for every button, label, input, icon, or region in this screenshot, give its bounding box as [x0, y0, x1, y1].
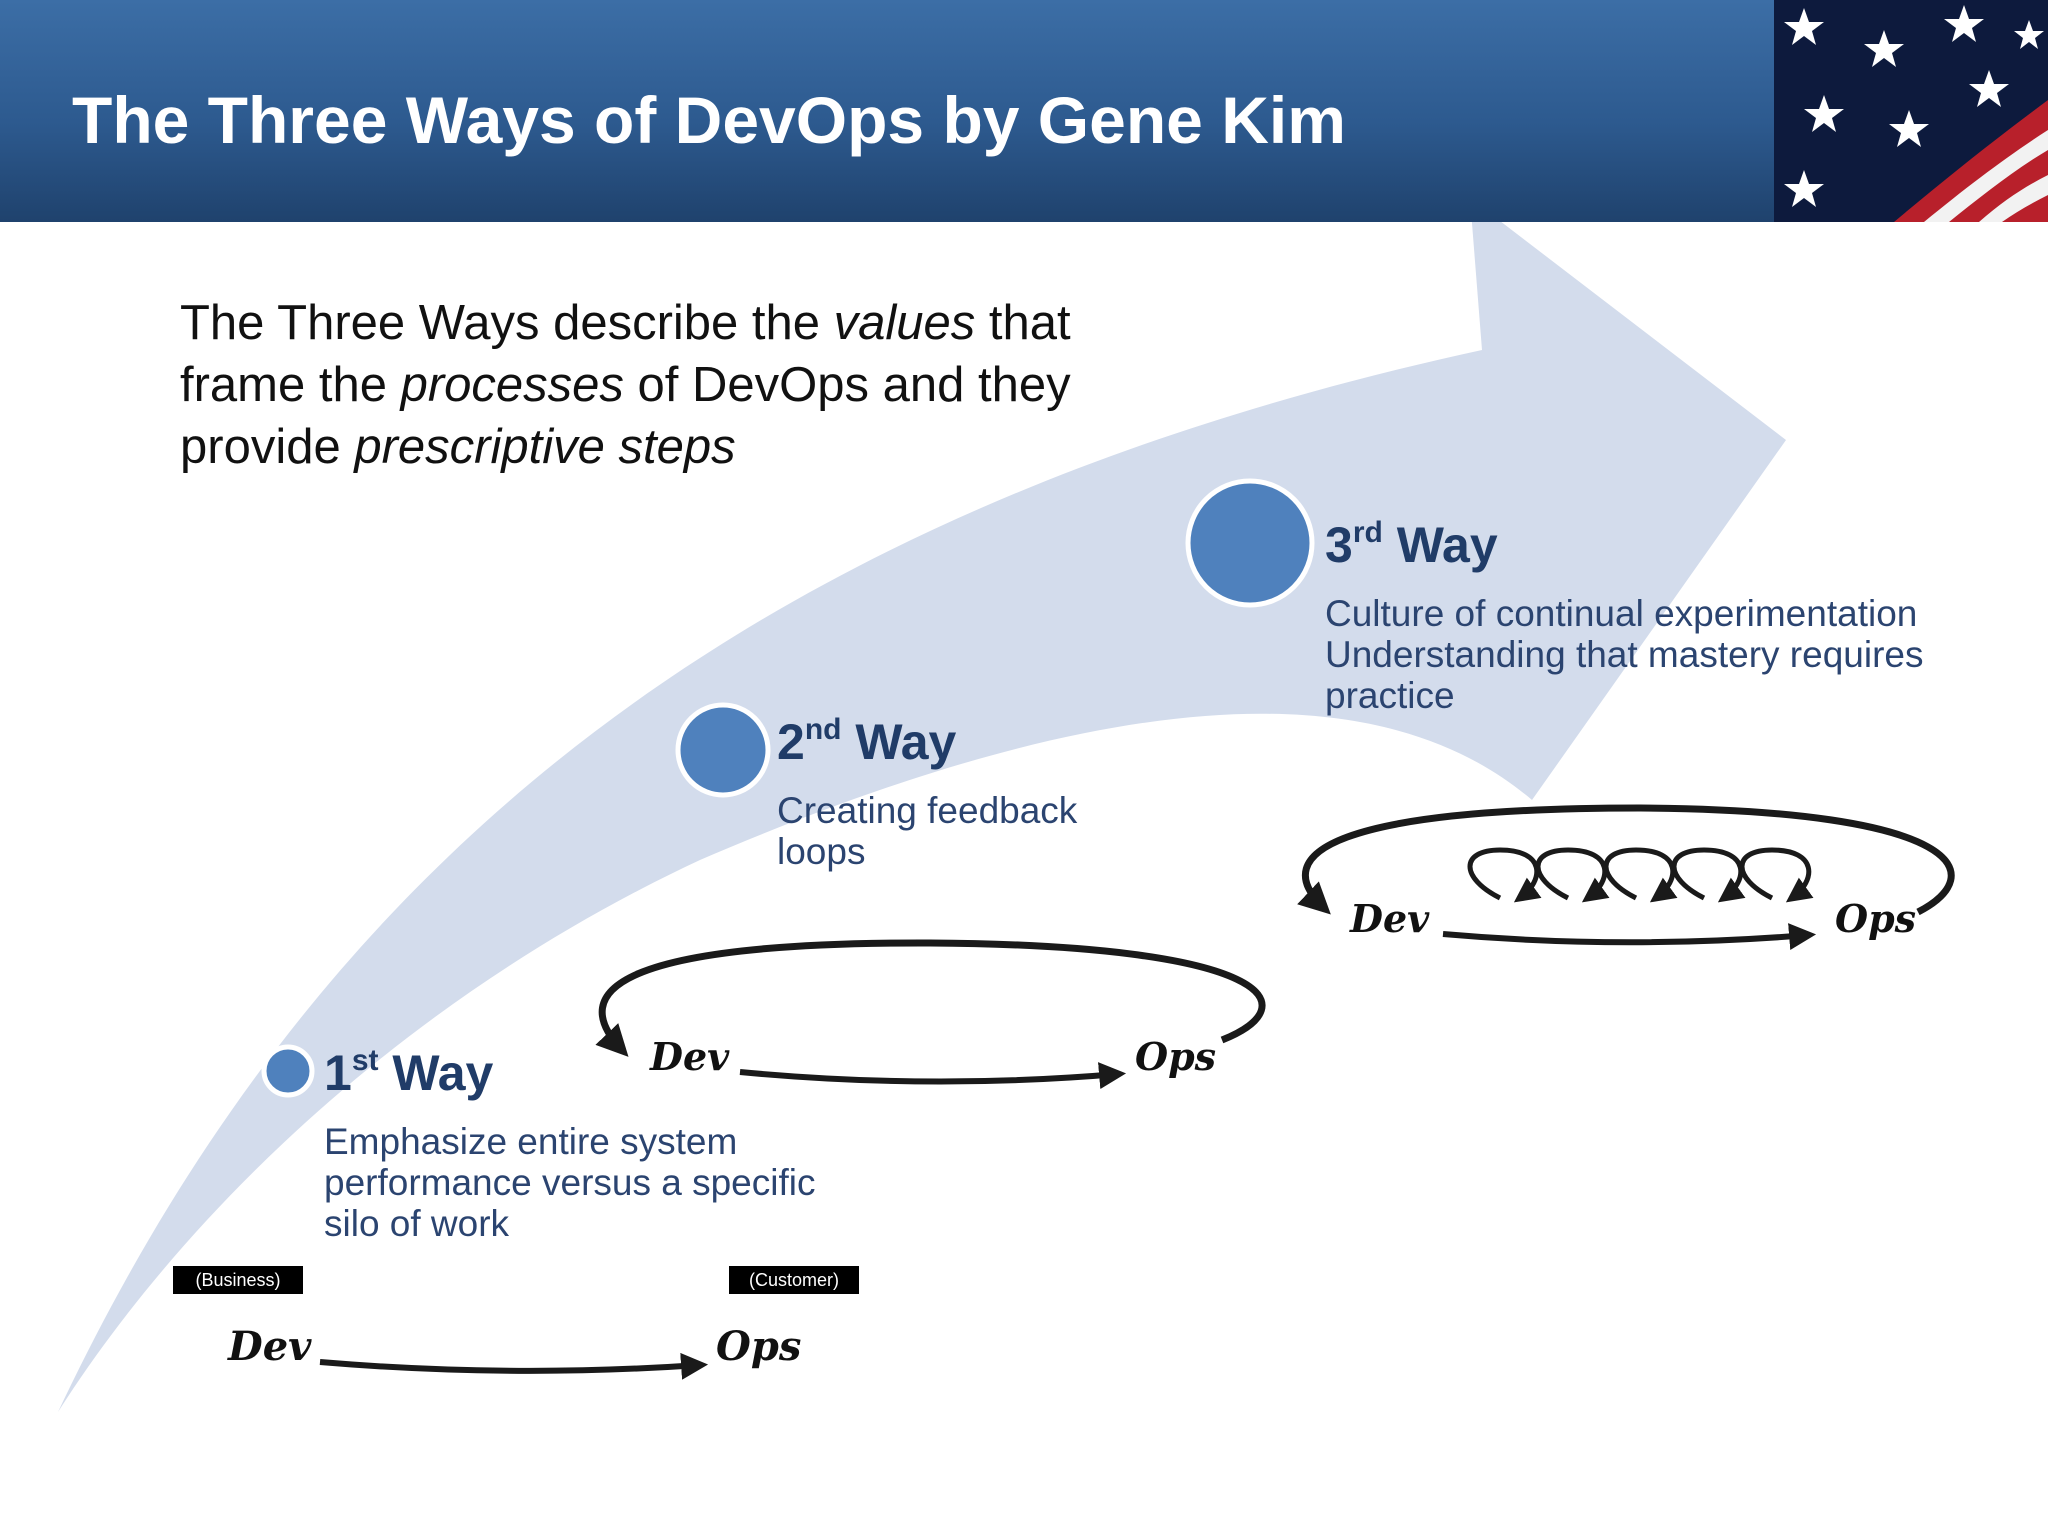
way-3-small-loops — [1470, 850, 1809, 898]
way-2-description: Creating feedback loops — [777, 790, 1077, 872]
way-2-flow-arrow — [740, 1072, 1118, 1082]
header-banner: The Three Ways of DevOps by Gene Kim — [0, 0, 2048, 222]
way-2-title: 2nd Way — [777, 713, 956, 771]
way-3-flow-arrow — [1443, 934, 1808, 942]
way-1-description: Emphasize entire system performance vers… — [324, 1121, 815, 1244]
way-2-dev-label: Dev — [649, 1034, 730, 1079]
way-3-title: 3rd Way — [1325, 516, 1498, 574]
slide-title: The Three Ways of DevOps by Gene Kim — [72, 82, 1346, 158]
way-1-flow-arrow — [320, 1362, 700, 1371]
business-tag: (Business) — [173, 1266, 303, 1294]
way-1-dot — [264, 1047, 312, 1095]
way-3-dot — [1188, 481, 1312, 605]
way-3-dev-label: Dev — [1349, 896, 1430, 941]
way-3-description: Culture of continual experimentation Und… — [1325, 593, 1923, 716]
way-3-ops-label: Ops — [1835, 896, 1916, 941]
intro-text: The Three Ways describe the values that … — [180, 292, 1140, 478]
way-1-dev-label: Dev — [227, 1323, 312, 1370]
way-2-ops-label: Ops — [1135, 1034, 1216, 1079]
way-2-dot — [678, 705, 768, 795]
customer-tag: (Customer) — [729, 1266, 859, 1294]
us-flag-icon — [1774, 0, 2048, 222]
way-1-title: 1st Way — [324, 1044, 493, 1102]
way-1-ops-label: Ops — [716, 1323, 801, 1370]
